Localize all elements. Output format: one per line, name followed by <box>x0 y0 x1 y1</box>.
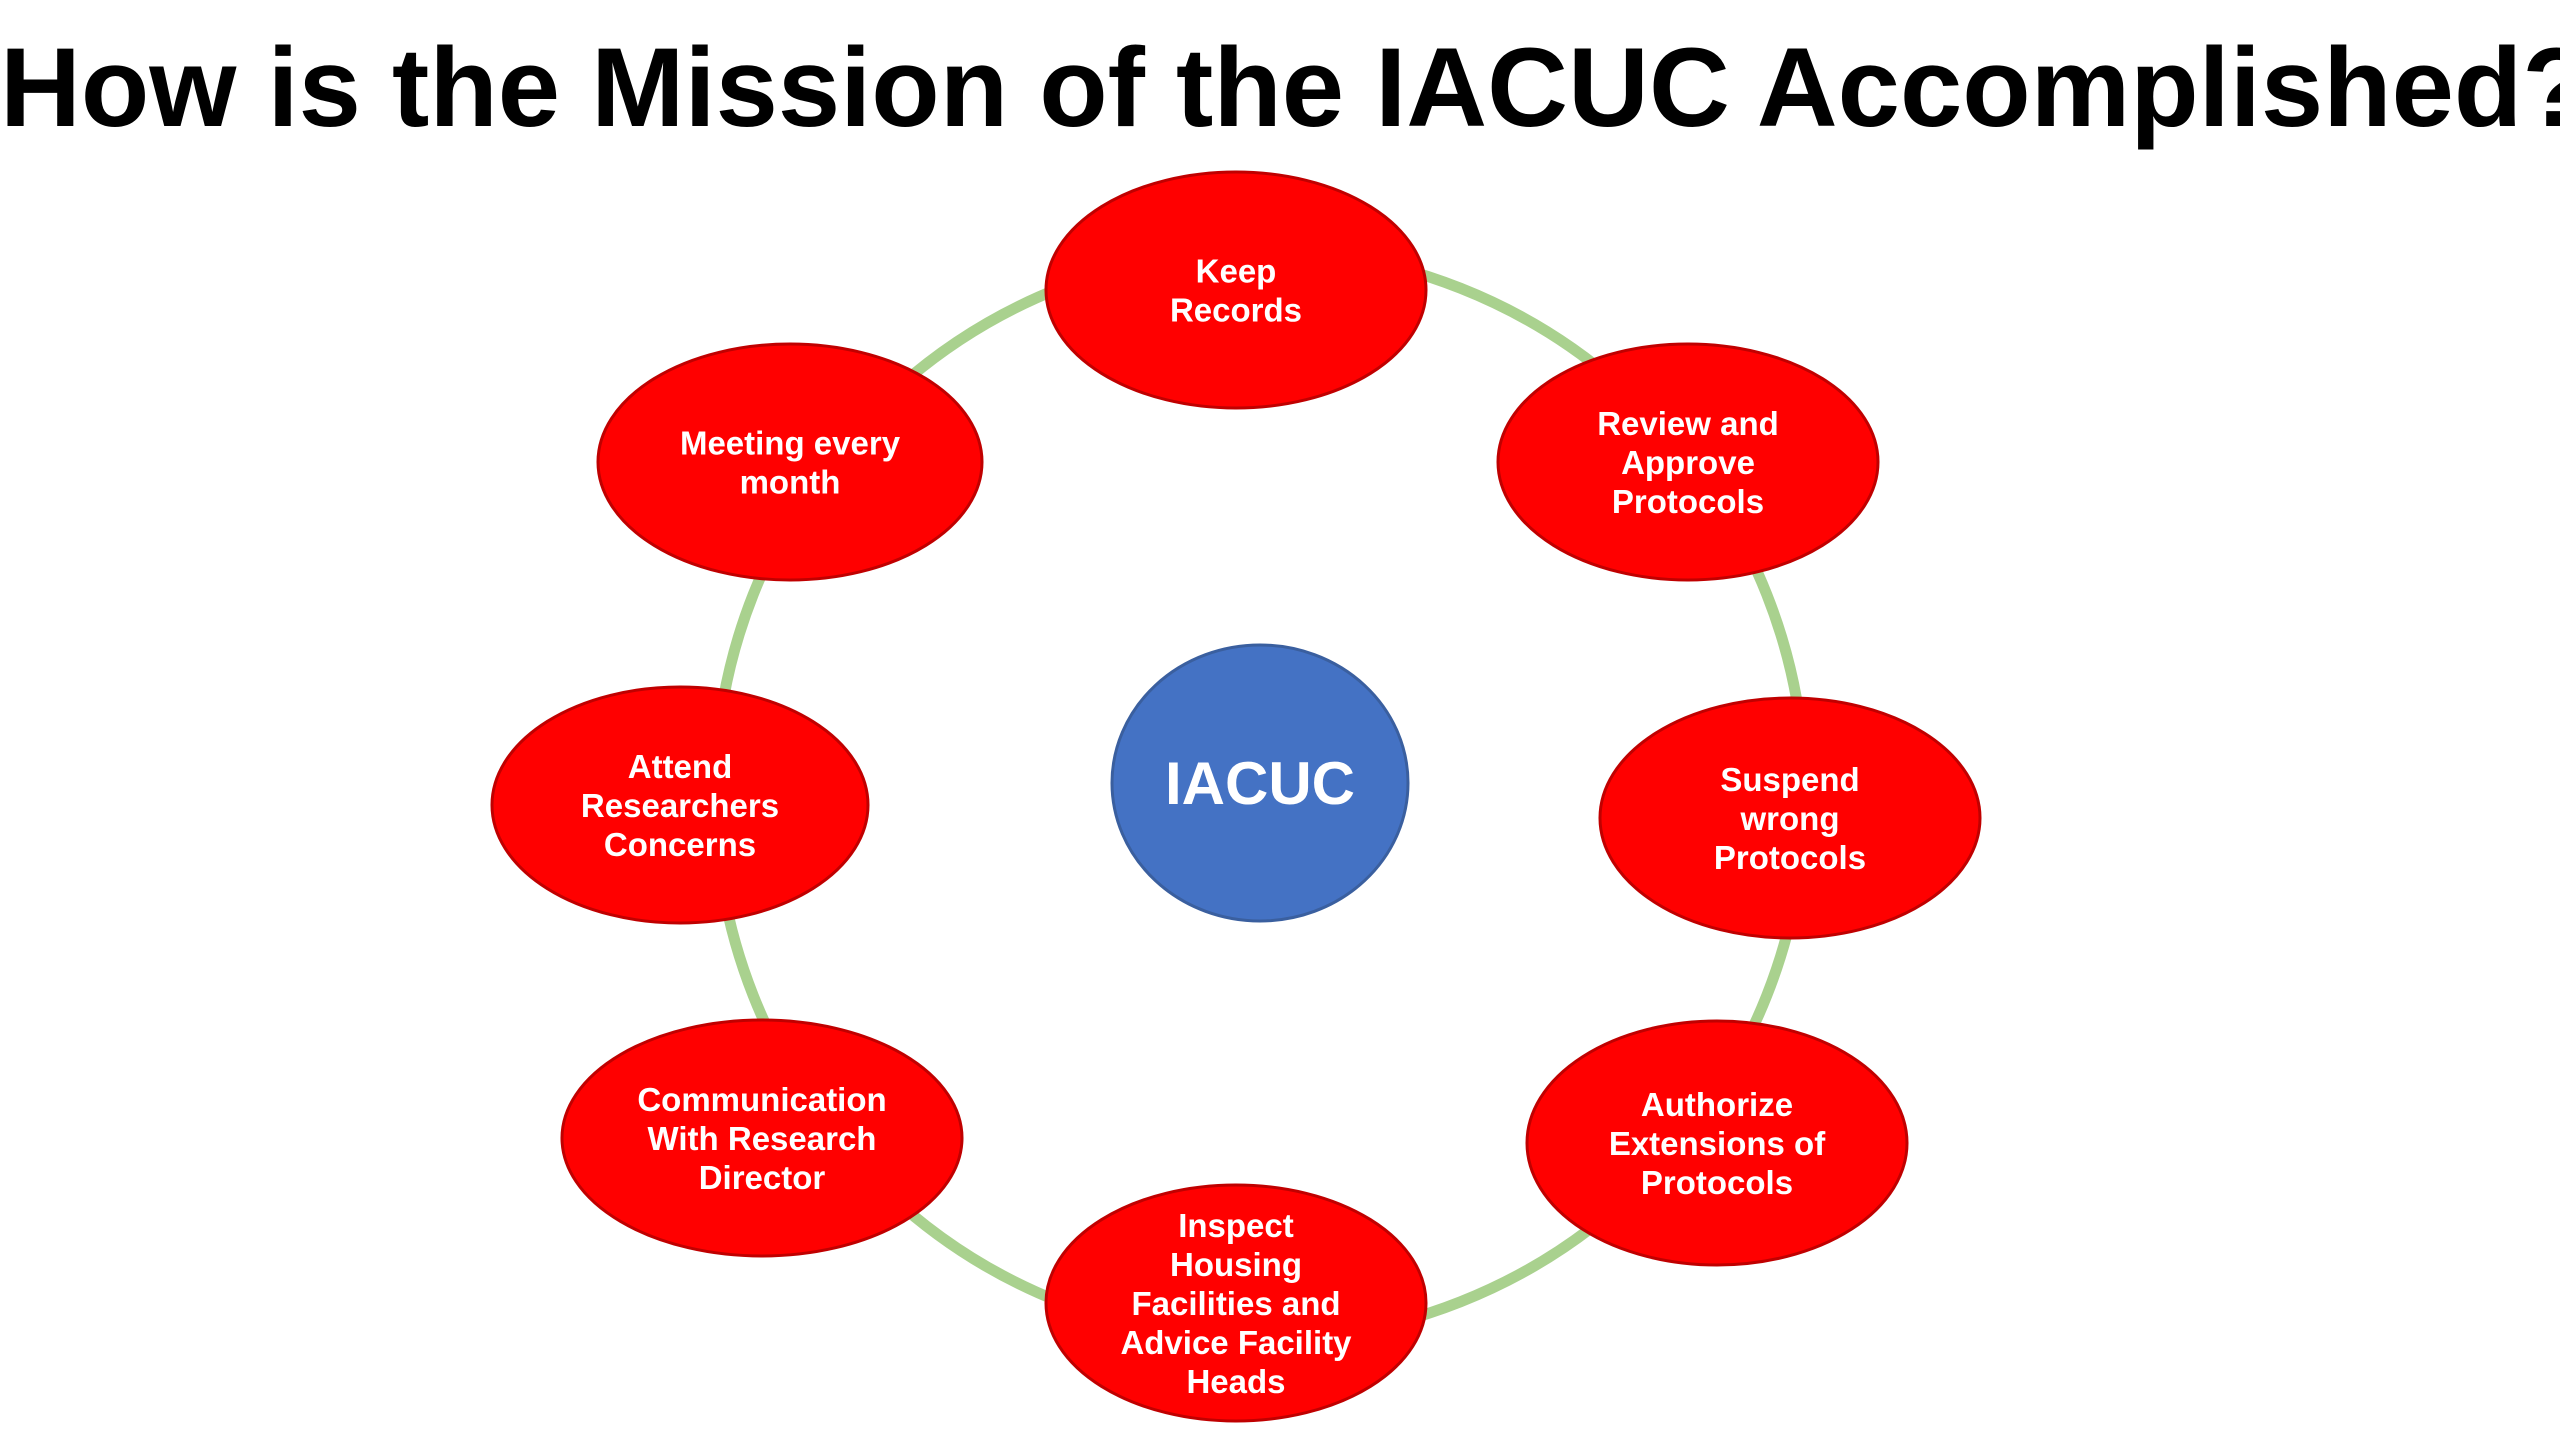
node-label-line: Review and <box>1597 405 1779 442</box>
node-label-line: month <box>740 464 841 501</box>
node-label-line: Researchers <box>581 787 779 824</box>
node-label-line: Suspend <box>1720 761 1859 798</box>
node-label-line: Heads <box>1186 1363 1285 1400</box>
node-label-line: Meeting every <box>680 425 901 462</box>
node-label-line: Extensions of <box>1609 1125 1826 1162</box>
node-ellipse <box>560 1018 964 1258</box>
node-ellipse <box>1525 1019 1909 1267</box>
node-label-line: Authorize <box>1641 1086 1793 1123</box>
node-label-line: Director <box>699 1159 826 1196</box>
center-label: IACUC <box>1165 750 1355 817</box>
node-label-line: Facilities and <box>1131 1285 1340 1322</box>
node-label-line: Communication <box>637 1081 886 1118</box>
node-label-line: Approve <box>1621 444 1755 481</box>
node-label-line: Protocols <box>1714 839 1866 876</box>
node-ellipse <box>490 685 870 925</box>
node-ellipse <box>1044 1183 1428 1423</box>
node-label-line: Keep <box>1196 253 1277 290</box>
node-label-line: wrong <box>1740 800 1840 837</box>
node-ellipse <box>1598 696 1982 940</box>
node-ellipse <box>596 342 984 582</box>
node-label-line: Records <box>1170 292 1302 329</box>
node-ellipse <box>1496 342 1880 582</box>
node-label-line: Inspect <box>1178 1207 1294 1244</box>
node-label-line: Protocols <box>1612 483 1764 520</box>
node-label-line: Concerns <box>604 826 756 863</box>
page-title: How is the Mission of the IACUC Accompli… <box>0 25 2560 150</box>
node-label-line: Attend <box>628 748 732 785</box>
node-ellipse <box>1044 170 1428 410</box>
node-label-line: Protocols <box>1641 1164 1793 1201</box>
node-label-line: Housing <box>1170 1246 1302 1283</box>
node-label-line: Advice Facility <box>1120 1324 1352 1361</box>
node-label-line: With Research <box>648 1120 877 1157</box>
center-ellipse <box>1110 643 1410 923</box>
center-node: IACUC <box>1110 643 1410 923</box>
